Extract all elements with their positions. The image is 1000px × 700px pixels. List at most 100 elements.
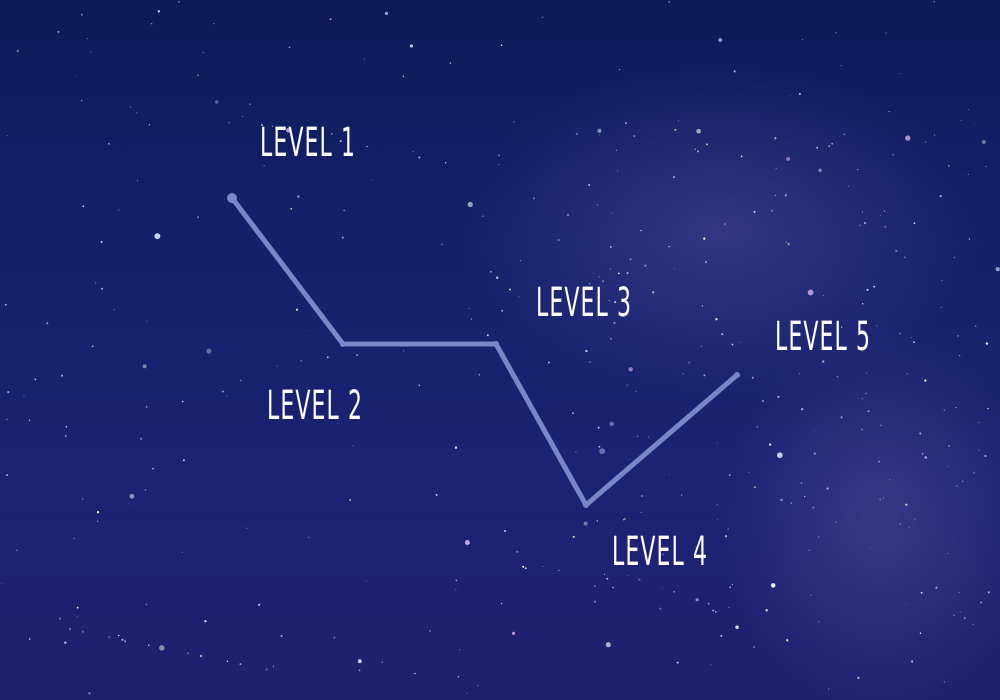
star [822,294,825,297]
star [100,241,103,243]
star [258,603,261,606]
star [859,224,861,226]
star [963,617,966,619]
level-1-node[interactable] [227,193,237,203]
level-3-label[interactable]: LEVEL 3 [536,280,633,326]
star [226,395,228,397]
star [668,1,671,3]
star [612,586,614,589]
star [137,180,138,182]
star [575,132,578,136]
star [818,621,820,623]
star [470,318,473,320]
star [76,606,79,609]
star [64,434,67,438]
star [728,474,731,477]
level-3-node[interactable] [493,341,499,347]
star [873,285,876,288]
star [919,632,922,634]
star [140,437,143,440]
star [906,604,908,605]
level-2-node[interactable] [340,341,346,347]
star [598,134,600,136]
star [748,471,750,473]
star [351,388,354,391]
level-5-node[interactable] [734,372,740,378]
star [777,395,780,399]
star [588,286,591,289]
star [308,330,310,331]
star [876,325,878,327]
star [835,521,837,523]
star [611,212,613,214]
star [770,583,776,588]
star [429,630,431,632]
star [933,134,936,136]
star [903,256,906,259]
star [818,536,820,538]
star [6,135,8,137]
star [718,38,723,42]
star [414,672,416,675]
star [248,103,251,106]
level-1-label[interactable]: LEVEL 1 [260,120,357,166]
star [798,92,801,95]
star [733,70,736,73]
star [445,162,447,164]
star [973,472,975,474]
star [129,106,131,108]
star [898,332,901,335]
star [790,95,791,97]
star [288,46,291,49]
star [498,164,500,166]
star [913,222,916,225]
star [673,268,675,270]
star [662,587,663,589]
star [518,296,520,298]
star [870,547,871,549]
star [516,550,519,553]
star [831,142,834,145]
star [947,164,950,167]
star [75,76,77,78]
star [519,259,522,262]
star [866,372,868,374]
star [640,511,642,514]
star [86,38,88,40]
level-4-label[interactable]: LEVEL 4 [612,529,709,575]
star [598,276,600,278]
star [818,168,822,173]
star [5,303,7,306]
star [753,486,756,489]
level-5-label[interactable]: LEVEL 5 [775,314,872,360]
star [58,617,61,620]
star [635,391,637,392]
star [455,589,457,590]
star [96,511,100,514]
star [953,614,955,616]
level-2-label[interactable]: LEVEL 2 [267,383,364,429]
star [128,503,130,505]
star [947,553,949,554]
star [941,279,943,282]
star [883,210,885,212]
star [957,335,959,337]
star [82,498,84,500]
star [213,23,215,25]
star [148,124,151,126]
star [955,485,958,487]
star [64,641,67,644]
star [652,291,655,294]
star [1,583,3,585]
star [118,209,120,211]
star [197,216,199,218]
star [822,360,825,363]
level-4-node[interactable] [583,502,589,508]
star [76,616,78,618]
star [159,645,165,651]
star [616,170,619,172]
star [987,591,990,594]
star [729,586,732,589]
star [337,422,339,424]
star [290,208,292,210]
